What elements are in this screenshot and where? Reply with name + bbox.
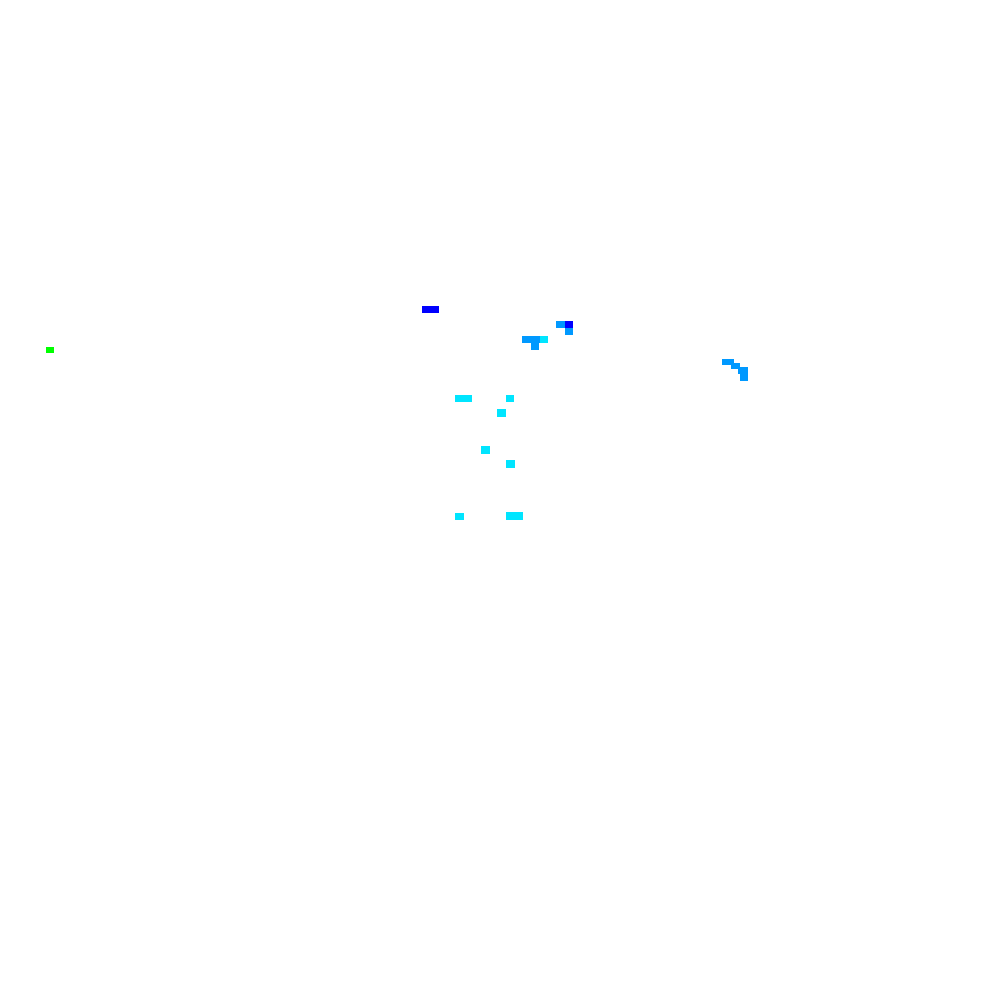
green-pixel-blob-cell xyxy=(46,347,54,353)
cyan-speckle-blob-cell xyxy=(481,446,490,454)
azure-hook-blob-cell xyxy=(738,367,748,374)
cyan-speckle-blob-cell xyxy=(506,512,523,520)
azure-hook-blob-cell xyxy=(722,359,734,365)
cyan-speckle-blob-cell xyxy=(455,513,464,520)
cyan-speckle-blob-cell xyxy=(506,460,515,468)
azure-hook-blob-cell xyxy=(740,374,748,381)
blue-azure-cluster-blob-cell xyxy=(565,321,573,328)
azure-t-shape-blob-cell xyxy=(531,343,539,350)
azure-hook-blob-cell xyxy=(731,363,740,369)
azure-t-shape-blob-cell xyxy=(540,336,548,343)
azure-hook-blob xyxy=(722,359,748,381)
blue-azure-cluster-blob xyxy=(556,321,573,335)
cyan-speckle-blob-cell xyxy=(497,409,506,417)
cyan-speckle-blob-cell xyxy=(506,395,514,402)
blue-dash-blob xyxy=(422,306,439,313)
green-pixel-blob xyxy=(46,347,54,353)
azure-t-shape-blob xyxy=(522,336,548,350)
cyan-speckle-blob-cell xyxy=(455,395,472,402)
cyan-speckle-blob xyxy=(455,395,523,520)
blue-azure-cluster-blob-cell xyxy=(565,328,573,335)
blue-azure-cluster-blob-cell xyxy=(556,321,565,328)
azure-t-shape-blob-cell xyxy=(522,336,540,343)
blue-dash-blob-cell xyxy=(422,306,439,313)
